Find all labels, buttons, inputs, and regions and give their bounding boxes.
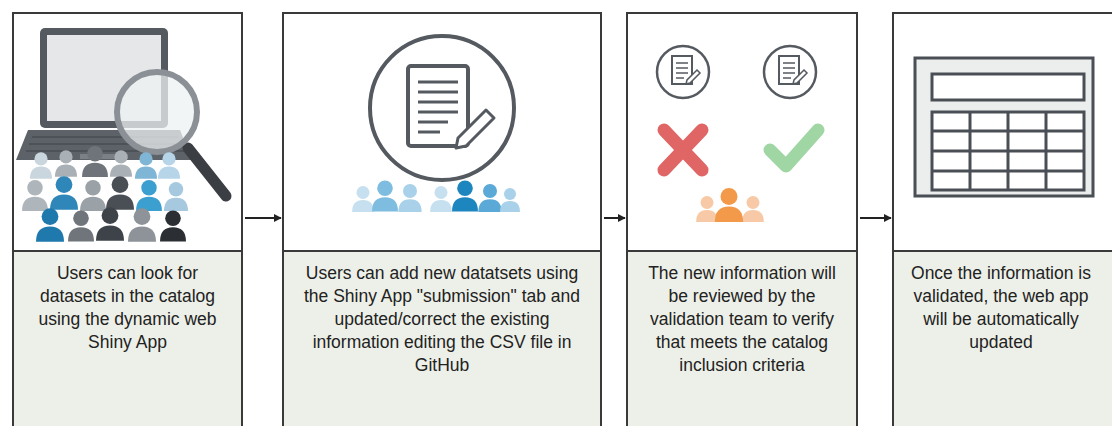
step-text: The new information will be reviewed by …: [636, 262, 848, 377]
team-icon: [696, 188, 764, 222]
crowd-icon: [22, 146, 188, 242]
caption-panel: The new information will be reviewed by …: [628, 250, 856, 426]
process-box: Once the information is validated, the w…: [892, 12, 1112, 426]
magnifier-icon: [117, 72, 226, 196]
step-text: Users can look for datasets in the catal…: [22, 262, 233, 354]
flow-arrow: [245, 217, 281, 219]
caption-panel: Users can look for datasets in the catal…: [14, 250, 241, 426]
caption-panel: Once the information is validated, the w…: [894, 250, 1112, 426]
step-text: Users can add new datatsets using the Sh…: [292, 262, 592, 377]
caption-panel: Users can add new datatsets using the Sh…: [284, 250, 600, 426]
process-box: The new information will be reviewed by …: [626, 12, 858, 426]
table-icon: [915, 58, 1093, 196]
reject-mark: [664, 130, 702, 170]
flow-arrow: [860, 217, 891, 219]
users-icon: [352, 180, 520, 212]
process-box: Users can add new datatsets using the Sh…: [282, 12, 602, 426]
step-text: Once the information is validated, the w…: [902, 262, 1100, 354]
review-icon: [657, 46, 816, 98]
process-box: Users can look for datasets in the catal…: [12, 12, 243, 426]
accept-mark: [770, 130, 818, 166]
flow-arrow: [604, 217, 625, 219]
document-icon: [370, 36, 514, 180]
